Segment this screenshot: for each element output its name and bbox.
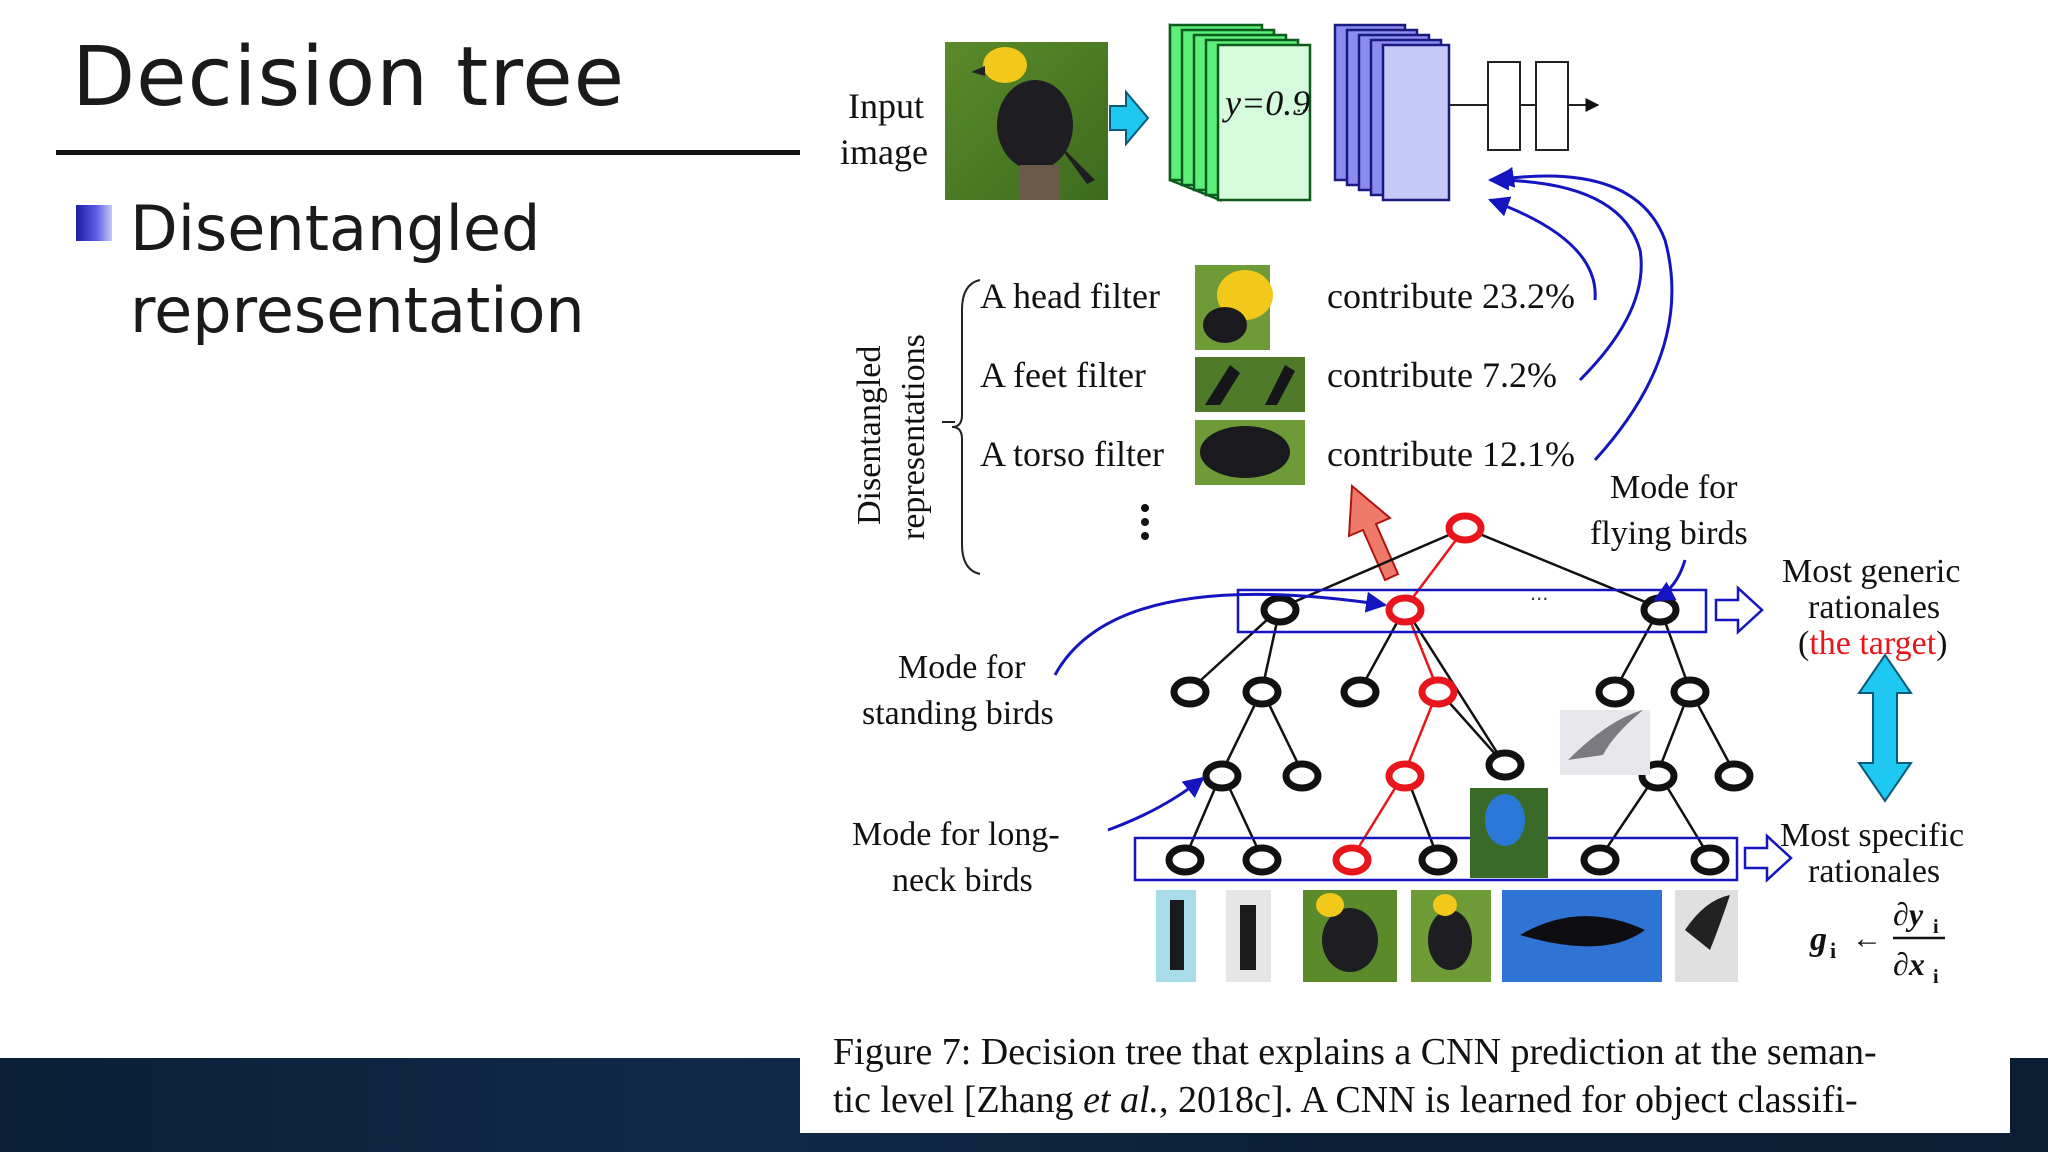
tree-nodes-red [1332, 512, 1485, 876]
filter-contrib-feet: contribute 7.2% [1327, 355, 1557, 395]
contrib-curve-feet [1487, 169, 1643, 382]
conv-dots: ... [1296, 92, 1313, 117]
slide-title: Decision tree [72, 30, 626, 125]
side-label-2: representations [895, 334, 932, 540]
green-conv-layers [1168, 23, 1312, 202]
bullet-line-2: representation [130, 274, 585, 347]
filter-contrib-torso: contribute 12.1% [1327, 434, 1575, 474]
mode-flying-2: flying birds [1590, 515, 1748, 552]
generic-level-box [1236, 588, 1708, 634]
svg-text:←: ← [1852, 922, 1882, 955]
gradient-formula: g i ← ∂y i ∂x i [1809, 896, 1945, 988]
specific-arrow-icon [1743, 833, 1793, 883]
svg-text:i: i [1830, 938, 1836, 963]
contrib-curve-head [1488, 196, 1597, 301]
brace [951, 279, 981, 575]
red-up-arrow-icon [1347, 483, 1400, 582]
filter-name-torso: A torso filter [980, 434, 1164, 474]
generic-arrow-icon [1714, 585, 1764, 635]
specific-level-box [1133, 836, 1739, 882]
caption-background [800, 1015, 2010, 1133]
decision-tree-figure: ... y=0.9 Input image Disentangled repre… [840, 23, 1964, 988]
mode-standing-1: Mode for [898, 649, 1026, 686]
mode-standing-2: standing birds [862, 695, 1054, 732]
filter-contrib-head: contribute 23.2% [1327, 276, 1575, 316]
svg-text:i: i [1933, 966, 1939, 988]
bullet-text: Disentangled representation [130, 188, 585, 352]
more-filters-dots [1141, 504, 1149, 540]
blue-conv-layers [1333, 23, 1451, 202]
filter-thumb-head [1195, 265, 1273, 350]
bullet-square-icon [76, 205, 112, 241]
mode-longneck-2: neck birds [892, 862, 1033, 899]
svg-text:∂x: ∂x [1893, 946, 1925, 982]
figure-caption: Figure 7: Decision tree that explains a … [833, 1028, 2003, 1124]
title-underline [56, 150, 800, 155]
bottom-bird-photos [1156, 890, 1738, 982]
tree-nodes [1165, 594, 1754, 876]
specific-label-2: rationales [1808, 853, 1940, 890]
filter-thumb-torso [1195, 420, 1305, 485]
filter-name-feet: A feet filter [980, 355, 1146, 395]
svg-text:i: i [1933, 916, 1939, 938]
side-label-1: Disentangled [851, 346, 888, 525]
generic-label-3: (the target) [1798, 625, 1947, 662]
specific-label-1: Most specific [1780, 817, 1964, 854]
tree-dots: ... [1530, 580, 1548, 605]
input-bird-photo [945, 42, 1108, 200]
filter-thumb-feet [1195, 357, 1305, 412]
gull-photo [1560, 710, 1650, 775]
bluebird-photo [1470, 788, 1548, 878]
bullet-line-1: Disentangled [130, 192, 541, 265]
svg-text:∂y: ∂y [1893, 896, 1924, 932]
caption-line-2: tic level [Zhang et al., 2018c]. A CNN i… [833, 1079, 1858, 1121]
svg-text:g: g [1809, 921, 1827, 958]
input-label-1: Input [848, 86, 924, 126]
generic-label-2: rationales [1808, 589, 1940, 626]
generic-label-1: Most generic [1782, 553, 1960, 590]
fc-layers [1450, 61, 1600, 151]
mode-flying-1: Mode for [1610, 469, 1738, 506]
filter-name-head: A head filter [980, 276, 1160, 316]
output-label: y=0.9 [1222, 83, 1310, 123]
contrib-curve-torso [1492, 166, 1674, 462]
generic-specific-double-arrow-icon [1857, 653, 1913, 803]
input-label-2: image [840, 132, 928, 172]
caption-line-1: Figure 7: Decision tree that explains a … [833, 1031, 1877, 1073]
mode-longneck-1: Mode for long- [852, 816, 1060, 853]
input-to-conv-arrow-icon [1109, 89, 1150, 147]
